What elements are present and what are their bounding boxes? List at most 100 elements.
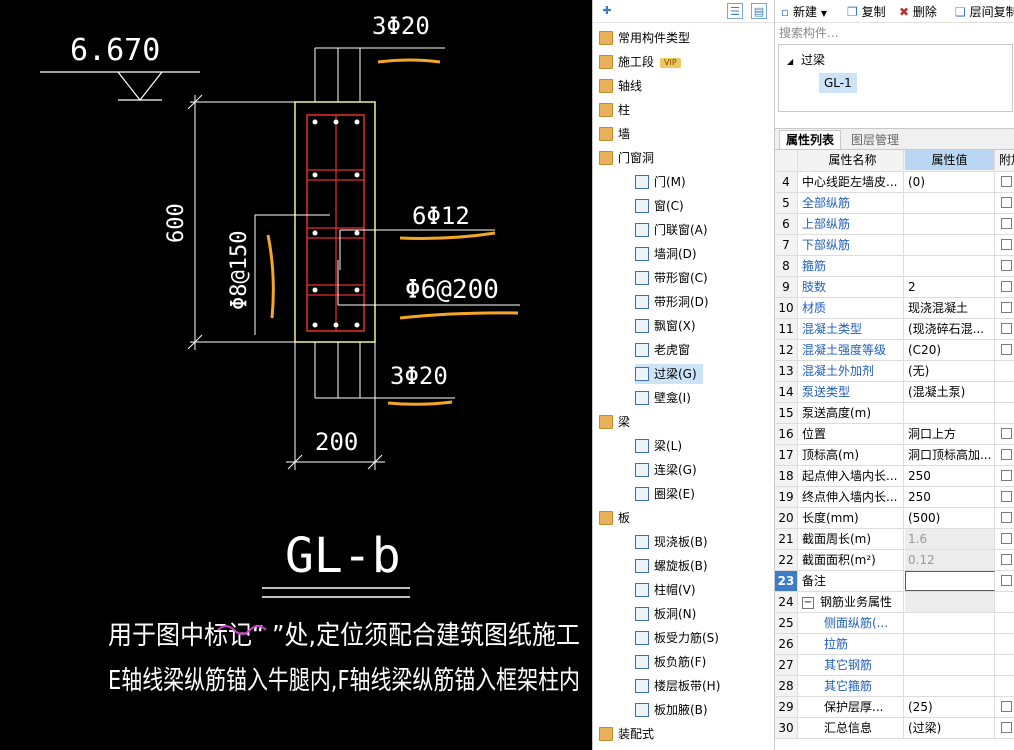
tree-item-23[interactable]: 柱帽(V) [635, 580, 702, 600]
tree-item-5[interactable]: 门窗洞 [599, 148, 660, 168]
tree-item-16[interactable]: 梁 [599, 412, 636, 432]
property-value[interactable]: 2 [905, 277, 995, 297]
tree-item-7[interactable]: 窗(C) [635, 196, 690, 216]
collapse-triangle-icon[interactable]: ◢ [787, 57, 794, 66]
property-value[interactable]: (C20) [905, 340, 995, 360]
property-value[interactable]: 洞口顶标高加... [905, 445, 995, 465]
attach-checkbox[interactable] [1001, 533, 1012, 544]
attach-checkbox[interactable] [1001, 575, 1012, 586]
add-icon[interactable]: ✚ [602, 4, 612, 17]
property-value[interactable] [905, 676, 995, 696]
property-value[interactable]: (500) [905, 508, 995, 528]
tree-item-18[interactable]: 连梁(G) [635, 460, 703, 480]
tree-item-2[interactable]: 轴线 [599, 76, 648, 96]
attach-checkbox[interactable] [1001, 176, 1012, 187]
property-value[interactable] [905, 214, 995, 234]
component-search-input[interactable]: 搜索构件... [779, 26, 839, 40]
tree-item-17[interactable]: 梁(L) [635, 436, 688, 456]
instance-item-gl-1[interactable]: GL-1 [819, 73, 857, 93]
tree-item-28[interactable]: 板加腋(B) [635, 700, 714, 720]
collapse-minus-icon[interactable]: − [802, 596, 814, 609]
tree-item-21[interactable]: 现浇板(B) [635, 532, 714, 552]
tab-property-list[interactable]: 属性列表 [779, 130, 842, 149]
attach-checkbox[interactable] [1001, 197, 1012, 208]
attach-checkbox[interactable] [1001, 554, 1012, 565]
attach-checkbox[interactable] [1001, 260, 1012, 271]
tree-item-27[interactable]: 楼层板带(H) [635, 676, 726, 696]
instance-group[interactable]: ◢ 过梁 [787, 53, 825, 67]
copy-button[interactable]: ❐ 复制 [847, 5, 886, 19]
property-value[interactable] [905, 655, 995, 675]
attach-checkbox[interactable] [1001, 701, 1012, 712]
attach-checkbox[interactable] [1001, 512, 1012, 523]
property-value[interactable]: 洞口上方 [905, 424, 995, 444]
tree-item-15[interactable]: 壁龛(I) [635, 388, 697, 408]
attach-checkbox[interactable] [1001, 218, 1012, 229]
attach-checkbox[interactable] [1001, 470, 1012, 481]
property-value[interactable]: (无) [905, 361, 995, 381]
tree-item-0[interactable]: 常用构件类型 [599, 28, 696, 48]
property-value[interactable]: (0) [905, 172, 995, 192]
attach-checkbox[interactable] [1001, 323, 1012, 334]
property-value[interactable] [905, 613, 995, 633]
tab-layer-management[interactable]: 图层管理 [851, 133, 900, 147]
property-value[interactable]: (过梁) [905, 718, 995, 738]
property-value[interactable] [905, 193, 995, 213]
property-value[interactable]: 现浇混凝土 [905, 298, 995, 318]
property-value[interactable]: (现浇碎石混... [905, 319, 995, 339]
tree-item-11[interactable]: 带形洞(D) [635, 292, 715, 312]
attach-checkbox[interactable] [1001, 449, 1012, 460]
tree-item-14[interactable]: 过梁(G) [635, 364, 703, 384]
delete-button[interactable]: ✖ 删除 [899, 5, 937, 19]
property-value[interactable]: 250 [905, 466, 995, 486]
attach-checkbox[interactable] [1001, 239, 1012, 250]
property-value[interactable] [905, 403, 995, 423]
list-view-icon[interactable]: ☰ [727, 3, 743, 19]
attach-checkbox[interactable] [1001, 281, 1012, 292]
attach-checkbox[interactable] [1001, 344, 1012, 355]
detail-view-icon[interactable]: ▤ [751, 3, 767, 19]
property-value[interactable] [905, 235, 995, 255]
tree-item-4[interactable]: 墙 [599, 124, 636, 144]
tree-item-22[interactable]: 螺旋板(B) [635, 556, 714, 576]
property-value[interactable] [905, 571, 995, 591]
tree-item-8[interactable]: 门联窗(A) [635, 220, 714, 240]
attach-checkbox[interactable] [1001, 302, 1012, 313]
attach-checkbox[interactable] [1001, 491, 1012, 502]
property-value[interactable] [905, 634, 995, 654]
property-value[interactable] [905, 256, 995, 276]
property-value[interactable]: (25) [905, 697, 995, 717]
new-button[interactable]: ▫ 新建 ▼ [781, 5, 827, 19]
property-value[interactable]: (混凝土泵) [905, 382, 995, 402]
tree-item-3[interactable]: 柱 [599, 100, 636, 120]
tree-item-25[interactable]: 板受力筋(S) [635, 628, 725, 648]
tree-item-29[interactable]: 装配式 [599, 724, 660, 744]
tree-item-9[interactable]: 墙洞(D) [635, 244, 703, 264]
property-value[interactable]: 250 [905, 487, 995, 507]
